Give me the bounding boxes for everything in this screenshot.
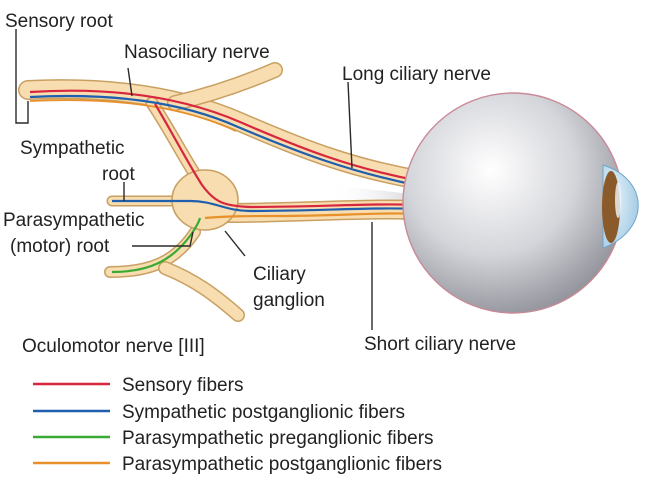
eyeball xyxy=(402,92,639,314)
label-parasympathetic-root-1: Parasympathetic xyxy=(3,210,145,231)
legend-item: Parasympathetic postganglionic fibers xyxy=(33,454,442,475)
iris xyxy=(602,171,620,243)
legend: Sensory fibers Sympathetic postganglioni… xyxy=(33,375,442,475)
sensory-fiber-long xyxy=(29,89,421,183)
legend-item: Parasympathetic preganglionic fibers xyxy=(33,428,434,449)
label-nasociliary-nerve: Nasociliary nerve xyxy=(124,42,270,63)
legend-item: Sympathetic postganglionic fibers xyxy=(33,402,405,423)
legend-label-parasympathetic-pre: Parasympathetic preganglionic fibers xyxy=(122,428,434,449)
parasympathetic-postganglionic-fiber xyxy=(204,212,421,220)
legend-label-sensory: Sensory fibers xyxy=(122,375,243,396)
label-short-ciliary-nerve: Short ciliary nerve xyxy=(364,334,516,355)
legend-item: Sensory fibers xyxy=(33,375,243,396)
fibers xyxy=(29,89,421,274)
parasympathetic-preganglionic-fiber xyxy=(111,217,202,274)
legend-label-parasympathetic-post: Parasympathetic postganglionic fibers xyxy=(122,454,442,475)
label-sympathetic-root-2: root xyxy=(102,164,135,185)
labels: Sensory root Nasociliary nerve Long cili… xyxy=(3,11,516,357)
leader-lines xyxy=(15,29,373,330)
legend-label-sympathetic: Sympathetic postganglionic fibers xyxy=(122,402,405,423)
sensory-fiber-short xyxy=(154,103,421,209)
sympathetic-fiber-short xyxy=(112,199,421,213)
label-parasympathetic-root-2: (motor) root xyxy=(10,236,110,257)
label-sympathetic-root-1: Sympathetic xyxy=(20,138,125,159)
label-long-ciliary-nerve: Long ciliary nerve xyxy=(342,64,491,85)
label-ciliary-ganglion-1: Ciliary xyxy=(253,264,306,285)
sympathetic-fiber-long xyxy=(29,94,421,188)
label-sensory-root: Sensory root xyxy=(5,11,113,32)
label-oculomotor-nerve: Oculomotor nerve [III] xyxy=(22,336,205,357)
label-ciliary-ganglion-2: ganglion xyxy=(253,290,325,311)
